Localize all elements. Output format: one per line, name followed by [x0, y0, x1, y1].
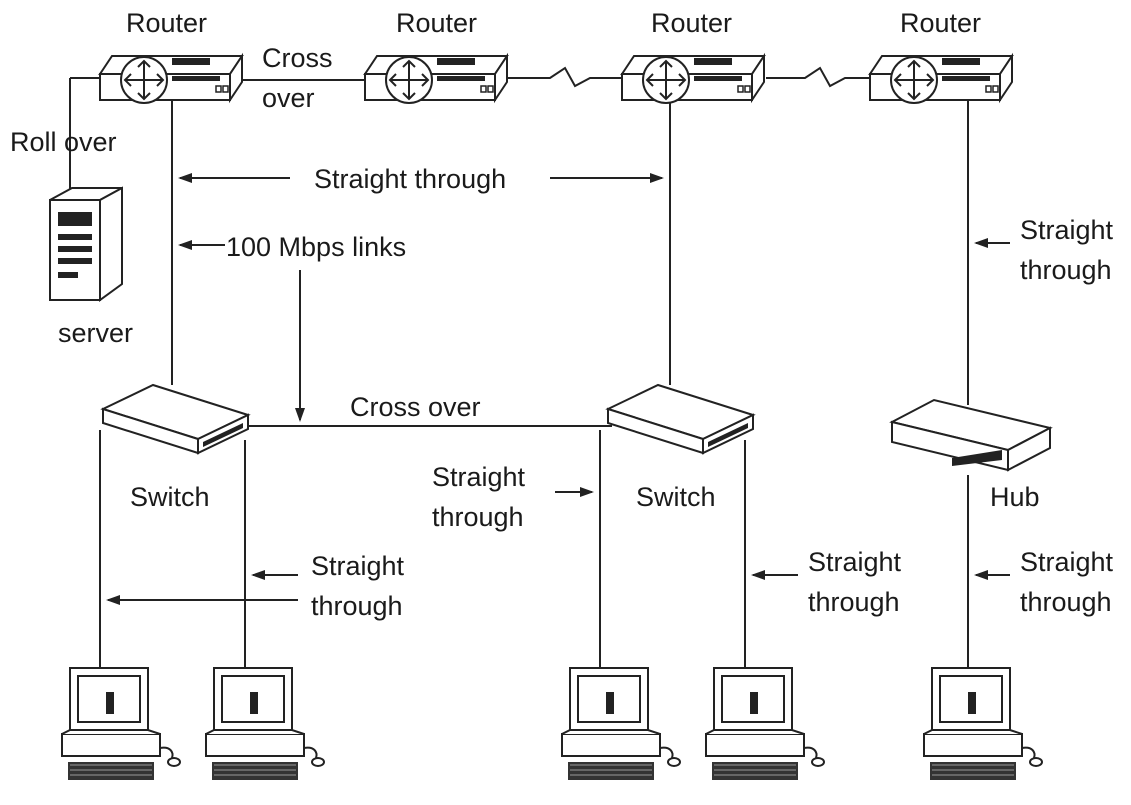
straight-through-switch2-pc-label: Straight through	[808, 547, 902, 617]
switch-2-label: Switch	[636, 482, 716, 512]
router-3	[621, 55, 765, 104]
roll-over-label: Roll over	[10, 127, 117, 157]
pc-3	[561, 667, 681, 781]
pc-2	[205, 667, 325, 781]
router-2-label: Router	[396, 8, 478, 38]
switch-2	[607, 384, 754, 454]
mbps-links-label: 100 Mbps links	[226, 232, 407, 262]
hub-icon	[891, 399, 1051, 471]
cross-over-top-label: Cross over	[262, 43, 333, 113]
server-icon	[49, 187, 123, 301]
router-2	[364, 55, 508, 104]
straight-through-hub-top-label: Straight through	[1020, 215, 1114, 285]
serial-link-1	[506, 66, 622, 88]
straight-through-top-label: Straight through	[314, 164, 507, 194]
server-label: server	[58, 318, 134, 348]
switch-1-label: Switch	[130, 482, 210, 512]
straight-through-switch1-pcs-label: Straight through	[311, 551, 405, 621]
straight-through-switch2-label: Straight through	[432, 462, 526, 532]
router-3-label: Router	[651, 8, 733, 38]
serial-link-2	[766, 66, 870, 88]
pc-4	[705, 667, 825, 781]
straight-through-hub-pc-label: Straight through	[1020, 547, 1114, 617]
pc-1	[61, 667, 181, 781]
router-1-label: Router	[126, 8, 208, 38]
router-1	[99, 55, 243, 104]
cross-over-mid-label: Cross over	[350, 392, 481, 422]
router-4-label: Router	[900, 8, 982, 38]
hub-label: Hub	[990, 482, 1040, 512]
switch-1	[102, 384, 249, 454]
pc-5	[923, 667, 1043, 781]
router-4	[869, 55, 1013, 104]
